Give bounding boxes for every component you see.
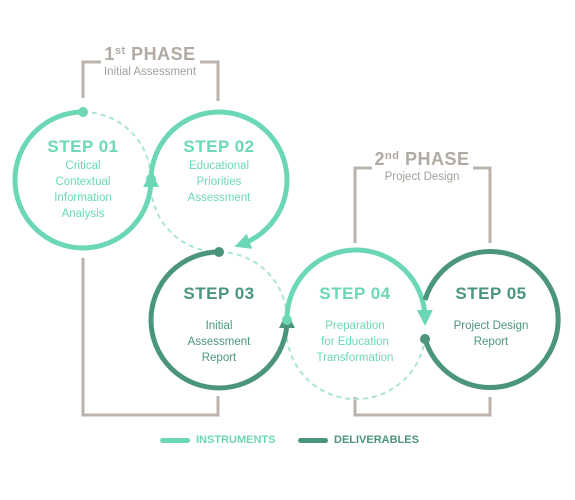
step-05-line: Project Design — [453, 320, 529, 332]
phase-1-subtitle: Initial Assessment — [103, 66, 197, 78]
legend-deliverables-label: DELIVERABLES — [334, 434, 419, 446]
step-02-circle — [146, 109, 290, 249]
phase-2-ordinal: nd — [385, 150, 400, 162]
step-04-title: STEP 04 — [319, 284, 391, 303]
step-01-line: Analysis — [61, 208, 105, 220]
phase-2-title: 2nd PHASE — [375, 149, 470, 170]
phase-2-bracket — [353, 166, 492, 417]
phase-2-subtitle: Project Design — [384, 171, 460, 183]
step-03-title: STEP 03 — [183, 284, 255, 303]
step-03-circle — [148, 247, 295, 391]
phase-1-number: 1 — [104, 44, 115, 64]
step-03-line: Assessment — [187, 336, 251, 348]
step-02-description: Educational Priorities Assessment — [188, 158, 251, 206]
step-01-circle — [12, 107, 160, 251]
step-03-line: Report — [201, 352, 237, 364]
legend-instruments: INSTRUMENTS — [160, 434, 275, 446]
step-03-description: Initial Assessment Report — [188, 318, 251, 366]
step-04-line: for Education — [321, 336, 389, 348]
phase-2-word: PHASE — [404, 149, 470, 169]
step-02-line: Priorities — [196, 176, 242, 188]
step-05-title: STEP 05 — [455, 284, 527, 303]
step-01-title: STEP 01 — [47, 137, 119, 156]
step-01-description: Critical Contextual Information Analysis — [54, 158, 112, 222]
step-04-line: Preparation — [325, 320, 385, 332]
phase-1-ordinal: st — [114, 45, 126, 57]
step-04-circle — [282, 247, 433, 326]
step-04-line: Transformation — [316, 352, 394, 364]
phase-1-title: 1st PHASE — [104, 44, 195, 65]
legend-deliverables: DELIVERABLES — [298, 434, 419, 446]
phase-1-bracket — [81, 60, 220, 417]
step-01-line: Critical — [65, 160, 101, 172]
phase-2-number: 2 — [374, 149, 386, 169]
legend-instruments-swatch — [160, 437, 190, 443]
step-05-line: Report — [473, 336, 509, 348]
step-04-description: Preparation for Education Transformation — [317, 318, 394, 366]
phase-1-word: PHASE — [131, 44, 196, 64]
step-01-line: Information — [54, 192, 112, 204]
legend-instruments-label: INSTRUMENTS — [196, 434, 276, 446]
step-02-line: Educational — [188, 160, 250, 172]
legend-deliverables-swatch — [298, 437, 328, 443]
step-01-line: Contextual — [55, 176, 111, 188]
step-03-line: Initial — [205, 320, 233, 332]
step-02-line: Assessment — [187, 192, 251, 204]
step-05-description: Project Design Report — [454, 318, 529, 350]
step-05-circle — [420, 249, 561, 390]
step-02-title: STEP 02 — [183, 137, 255, 156]
